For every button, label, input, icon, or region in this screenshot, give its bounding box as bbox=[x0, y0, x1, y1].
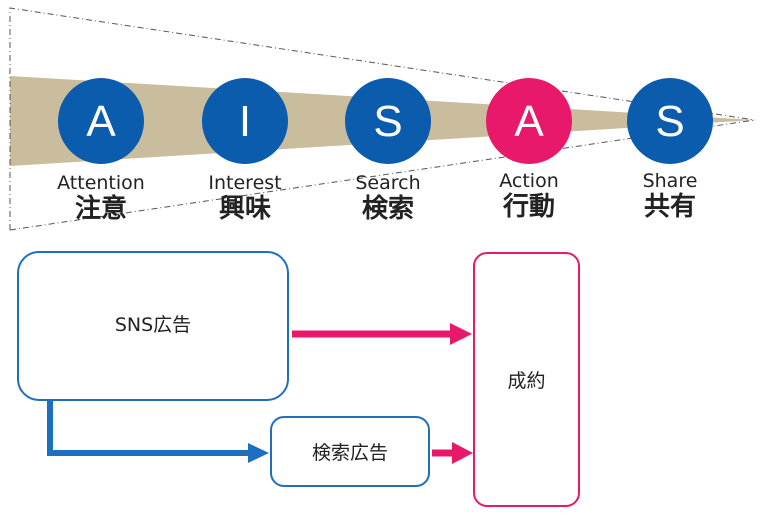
stage-en-label: Action bbox=[499, 170, 559, 192]
conversion-box: 成約 bbox=[473, 252, 580, 507]
stage-action-circle: A bbox=[486, 78, 572, 164]
arrow-sns-to-conversion bbox=[292, 323, 472, 345]
stage-letter: A bbox=[514, 97, 544, 146]
arrow-sns-to-search-ad bbox=[47, 400, 269, 463]
stage-action-label: Action 行動 bbox=[464, 170, 594, 222]
funnel-outline-top bbox=[9, 7, 756, 230]
sns-ad-label: SNS広告 bbox=[114, 313, 192, 336]
stage-search-circle: S bbox=[345, 78, 431, 164]
stage-letter: I bbox=[239, 97, 251, 146]
search-ad-label: 検索広告 bbox=[311, 442, 388, 464]
stage-interest-label: Interest 興味 bbox=[180, 172, 310, 224]
conversion-label: 成約 bbox=[507, 370, 546, 392]
stage-en-label: Share bbox=[642, 170, 698, 192]
sns-ad-box: SNS広告 bbox=[17, 251, 289, 401]
stage-search-label: Search 検索 bbox=[323, 172, 453, 224]
stage-en-label: Interest bbox=[208, 172, 282, 194]
arrow-search-ad-to-conversion bbox=[432, 442, 473, 464]
stage-attention-circle: A bbox=[58, 78, 144, 164]
stage-letter: S bbox=[655, 97, 684, 146]
stage-share-circle: S bbox=[627, 78, 713, 164]
stage-letter: S bbox=[373, 97, 402, 146]
stage-jp-label: 検索 bbox=[361, 194, 414, 224]
stage-en-label: Attention bbox=[57, 172, 145, 194]
stage-en-label: Search bbox=[355, 172, 421, 194]
search-ad-box: 検索広告 bbox=[270, 416, 430, 487]
stage-interest-circle: I bbox=[202, 78, 288, 164]
stage-letter: A bbox=[86, 97, 116, 146]
stage-attention-label: Attention 注意 bbox=[36, 172, 166, 224]
stage-jp-label: 興味 bbox=[218, 194, 271, 224]
stage-jp-label: 行動 bbox=[502, 192, 555, 222]
stage-share-label: Share 共有 bbox=[605, 170, 735, 222]
stage-jp-label: 共有 bbox=[643, 192, 696, 222]
stage-jp-label: 注意 bbox=[74, 194, 127, 224]
